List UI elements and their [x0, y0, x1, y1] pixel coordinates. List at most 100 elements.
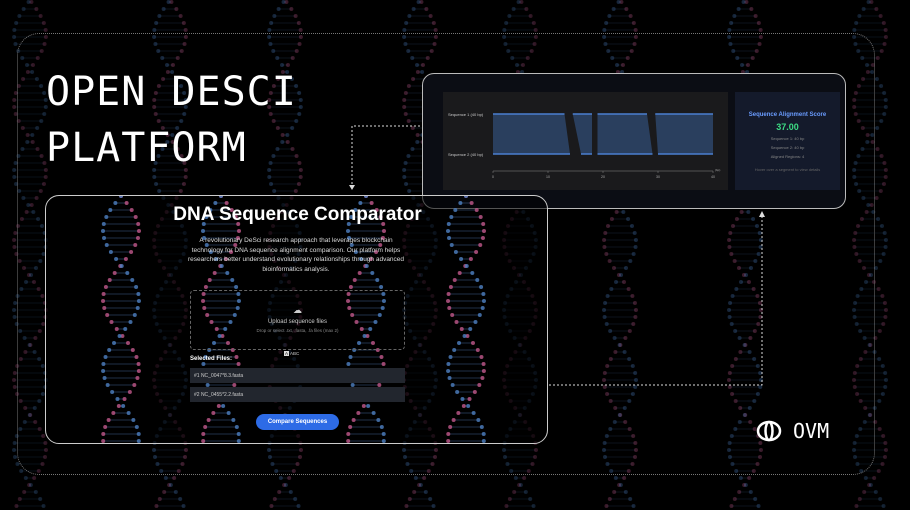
helix-node: [862, 490, 867, 494]
helix-node: [758, 448, 763, 452]
helix-node: [37, 427, 42, 431]
helix-node: [22, 336, 27, 340]
helix-node: [378, 243, 383, 247]
helix-node: [38, 189, 43, 193]
helix-node: [347, 306, 352, 310]
helix-node: [136, 362, 141, 366]
helix-node: [113, 201, 118, 205]
helix-node: [103, 425, 108, 429]
helix-node: [267, 28, 272, 32]
helix-node: [632, 301, 637, 305]
helix-node: [272, 14, 277, 18]
helix-node: [446, 299, 451, 303]
helix-node: [742, 483, 747, 487]
helix-node: [872, 476, 877, 480]
helix-node: [293, 189, 298, 193]
helix-node: [757, 42, 762, 46]
helix-node: [875, 147, 880, 151]
helix-node: [13, 91, 18, 95]
helix-node: [883, 385, 888, 389]
helix-node: [12, 315, 17, 319]
helix-node: [29, 273, 34, 277]
helix-node: [152, 448, 157, 452]
helix-node: [374, 208, 379, 212]
helix-node: [33, 490, 38, 494]
helix-node: [748, 336, 753, 340]
helix-node: [374, 250, 379, 254]
helix-node: [365, 334, 370, 338]
helix-node: [603, 231, 608, 235]
helix-node: [758, 455, 763, 459]
helix-node: [290, 147, 295, 151]
file-item[interactable]: #2 NC_0455*2.2.fasta: [190, 387, 405, 402]
helix-node: [13, 301, 18, 305]
helix-node: [381, 439, 386, 443]
helix-node: [727, 238, 732, 242]
helix-node: [727, 371, 732, 375]
helix-node: [157, 189, 162, 193]
helix-node: [223, 327, 228, 331]
comparator-card: DNA Sequence Comparator A revolutionary …: [45, 195, 548, 444]
helix-node: [288, 490, 293, 494]
helix-node: [613, 406, 618, 410]
helix-node: [865, 63, 870, 67]
helix-node: [157, 14, 162, 18]
helix-node: [169, 0, 174, 4]
helix-node: [12, 455, 17, 459]
helix-node: [278, 476, 283, 480]
helix-node: [295, 462, 300, 466]
helix-node: [856, 119, 861, 123]
helix-node: [402, 98, 407, 102]
helix-node: [603, 301, 608, 305]
compare-sequences-button[interactable]: Compare Sequences: [256, 414, 339, 430]
helix-node: [856, 84, 861, 88]
helix-node: [464, 264, 469, 268]
helix-node: [351, 418, 356, 422]
helix-node: [758, 371, 763, 375]
helix-node: [748, 420, 753, 424]
helix-node: [34, 266, 39, 270]
helix-node: [175, 147, 180, 151]
helix-node: [23, 350, 28, 354]
helix-node: [755, 294, 760, 298]
helix-node: [507, 497, 512, 501]
helix-node: [446, 292, 451, 296]
helix-node: [29, 203, 34, 207]
helix-node: [352, 278, 357, 282]
helix-node: [876, 287, 881, 291]
helix-node: [513, 476, 518, 480]
helix-node: [156, 84, 161, 88]
helix-node: [866, 0, 871, 4]
helix-node: [618, 413, 623, 417]
file-item[interactable]: #1 NC_0047*8.3.fasta: [190, 368, 405, 383]
helix-node: [12, 28, 17, 32]
helix-node: [347, 236, 352, 240]
helix-node: [874, 196, 879, 200]
helix-node: [411, 77, 416, 81]
helix-node: [272, 497, 277, 501]
helix-node: [735, 56, 740, 60]
helix-node: [603, 42, 608, 46]
helix-node: [267, 455, 272, 459]
helix-node: [236, 229, 241, 233]
helix-node: [283, 483, 288, 487]
helix-node: [880, 462, 885, 466]
helix-node: [407, 497, 412, 501]
helix-node: [742, 343, 747, 347]
helix-node: [373, 320, 378, 324]
helix-node: [602, 238, 607, 242]
helix-node: [297, 112, 302, 116]
helix-node: [43, 105, 48, 109]
helix-node: [448, 285, 453, 289]
helix-node: [156, 119, 161, 123]
helix-node: [170, 140, 175, 144]
upload-dropzone[interactable]: ☁ Upload sequence files Drop or select .…: [190, 290, 405, 350]
helix-node: [756, 21, 761, 25]
helix-node: [870, 70, 875, 74]
helix-node: [623, 420, 628, 424]
helix-node: [155, 462, 160, 466]
helix-node: [13, 231, 18, 235]
helix-node: [297, 161, 302, 165]
helix-node: [101, 299, 106, 303]
helix-node: [212, 271, 217, 275]
